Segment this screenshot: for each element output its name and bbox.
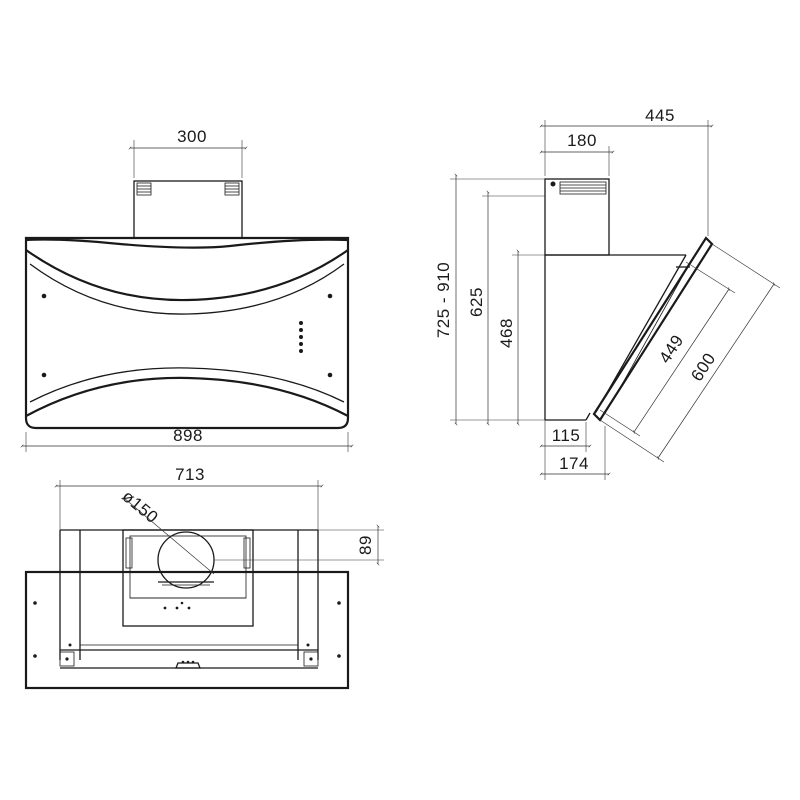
dim-label-625: 625 xyxy=(467,287,486,317)
dim-label-180: 180 xyxy=(567,131,597,150)
dim-label-300: 300 xyxy=(177,127,207,146)
control-button-column xyxy=(299,321,303,353)
side-body xyxy=(544,236,714,422)
screw-dot xyxy=(327,372,333,378)
dim-label-174: 174 xyxy=(559,454,589,473)
screw-dot xyxy=(327,293,333,299)
dim-total-depth: 445 xyxy=(539,106,714,236)
dim-chimney-width: 300 xyxy=(128,127,248,178)
dim-label-445: 445 xyxy=(645,106,675,125)
dim-label-115: 115 xyxy=(552,426,581,445)
motor-housing xyxy=(122,529,254,627)
dim-label-713: 713 xyxy=(175,465,205,484)
front-view: 300 xyxy=(20,127,354,452)
top-view: 713 xyxy=(24,465,384,690)
dim-height-625: 625 xyxy=(467,190,545,426)
side-view: 445 180 725 - 910 625 468 xyxy=(434,106,781,480)
front-hood-body xyxy=(24,236,350,430)
dim-label-898: 898 xyxy=(173,426,203,445)
dim-label-468: 468 xyxy=(497,318,516,348)
screw-dot xyxy=(41,372,47,378)
screw-dot xyxy=(41,293,47,299)
chimney-vent-left xyxy=(136,182,152,196)
dim-duct-offset: 89 xyxy=(250,524,384,566)
dim-bottom-174: 174 xyxy=(539,426,611,480)
dim-label-dia150: ø150 xyxy=(118,487,161,528)
dim-label-89: 89 xyxy=(356,535,375,555)
top-inner-frame xyxy=(59,529,319,669)
chimney-vent-right xyxy=(224,182,240,196)
dim-label-449: 449 xyxy=(655,331,687,366)
dim-total-width: 898 xyxy=(20,426,354,452)
dim-chimney-depth: 180 xyxy=(539,131,615,176)
side-chimney xyxy=(544,178,610,256)
front-chimney xyxy=(133,180,243,239)
dim-label-600: 600 xyxy=(687,349,719,384)
dim-height-468: 468 xyxy=(497,249,545,426)
dim-label-725-910: 725 - 910 xyxy=(434,262,453,338)
dim-duct-spacing: 713 xyxy=(54,465,324,530)
top-plate xyxy=(24,570,350,690)
dim-bottom-115: 115 xyxy=(539,420,592,480)
dim-height-range: 725 - 910 xyxy=(434,173,545,426)
